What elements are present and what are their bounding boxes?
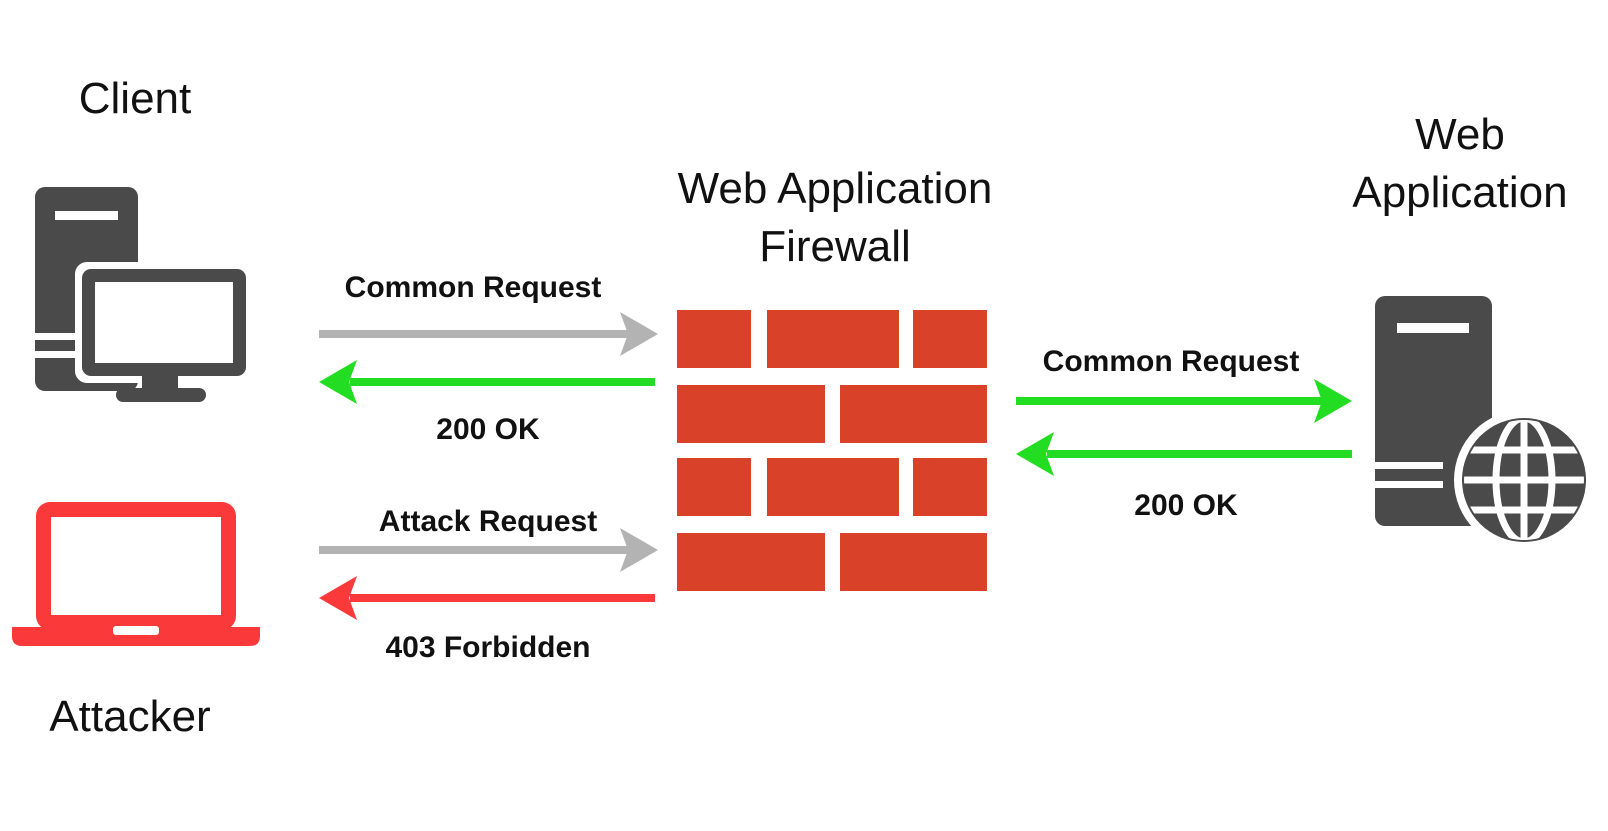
client-response-arrow	[319, 360, 655, 404]
app-request-arrow	[1016, 379, 1352, 423]
server-globe-icon	[1375, 296, 1594, 550]
app-response-arrow	[1016, 432, 1352, 476]
app-request-label: Common Request	[1042, 345, 1300, 378]
attack-response-arrow	[319, 576, 655, 620]
client-response-label: 200 OK	[436, 413, 540, 446]
waf-title-line2: Firewall	[759, 222, 911, 271]
client-request-arrow	[319, 312, 658, 356]
brick-wall-icon	[677, 310, 987, 591]
attacker-label: Attacker	[49, 692, 211, 741]
app-response-label: 200 OK	[1134, 489, 1238, 522]
web-app-title-line1: Web	[1415, 110, 1505, 159]
attack-request-arrow	[319, 528, 658, 572]
web-app-title-line2: Application	[1352, 168, 1568, 217]
client-request-label: Common Request	[344, 271, 602, 304]
waf-title-line1: Web Application	[677, 164, 993, 213]
desktop-computer-icon	[35, 187, 253, 402]
client-label: Client	[78, 74, 192, 123]
attack-response-label: 403 Forbidden	[385, 631, 591, 664]
attack-request-label: Attack Request	[378, 505, 598, 538]
laptop-icon	[12, 502, 260, 646]
